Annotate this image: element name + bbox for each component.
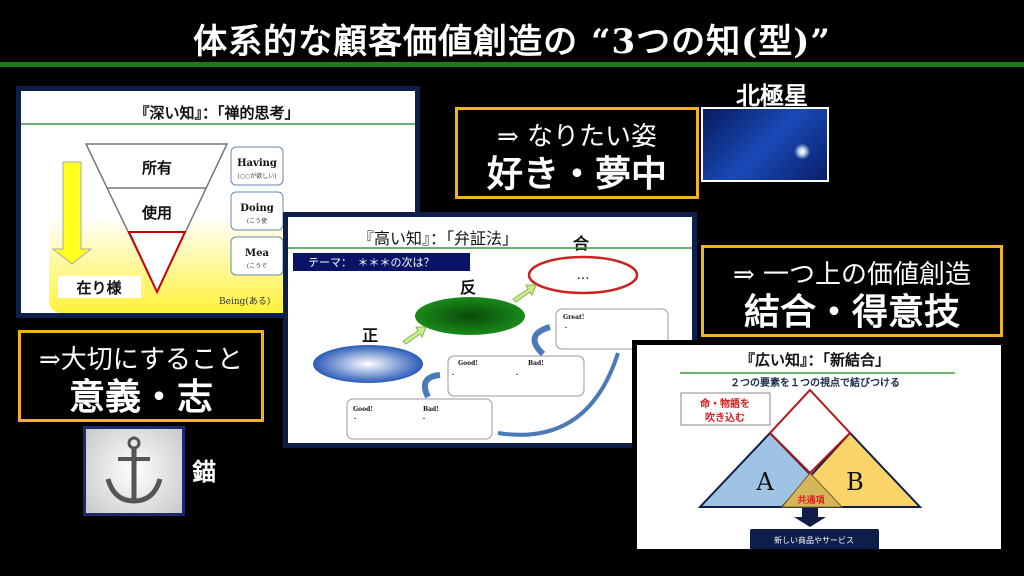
doing-box: Doing (こう使 (230, 191, 284, 231)
svg-text:Good!: Good! (458, 360, 478, 367)
north-star-image (701, 107, 829, 182)
value-line1: ⇒ 一つ上の価値創造 (732, 260, 972, 290)
svg-text:(○○が欲しい): (○○が欲しい) (237, 172, 276, 180)
callout-line2: 吹き込む (705, 411, 745, 424)
svg-text:・: ・ (352, 416, 358, 423)
level-doing: 使用 (141, 204, 172, 222)
result-label: 新しい商品やサービス (774, 535, 854, 545)
svg-text:・: ・ (450, 372, 456, 379)
down-arrow-icon (794, 508, 826, 527)
high-knowledge-slide: 『高い知』：「弁証法」 合 テーマ： ＊＊＊の次は？ … 反 正 Great! … (283, 212, 697, 448)
antithesis-box: Good! Bad! ・ ・ (447, 355, 585, 397)
synthesis-label: 合 (573, 234, 590, 253)
curved-arrow-icon (422, 372, 441, 399)
wide-subtitle: ２つの要素を１つの視点で結びつける (730, 376, 900, 389)
svg-text:Mea: Mea (245, 248, 269, 259)
svg-text:(こう使: (こう使 (247, 217, 267, 225)
svg-text:Bad!: Bad! (423, 406, 439, 413)
antithesis-ellipse (415, 297, 525, 335)
svg-text:・: ・ (563, 325, 569, 332)
thesis-label: 正 (362, 326, 378, 345)
inverted-pyramid (84, 143, 229, 294)
svg-text:Great!: Great! (563, 314, 584, 321)
svg-text:・: ・ (514, 372, 520, 379)
meaning-callout: ⇒大切にすること 意義・志 (18, 330, 264, 422)
wide-title: 『広い知』：「新結合」 (740, 351, 890, 369)
vision-line1: ⇒ なりたい姿 (496, 122, 658, 152)
thesis-box: Good! Bad! ・ ・ (346, 398, 493, 440)
svg-text:・: ・ (421, 416, 427, 423)
anchor-label: 錨 (192, 457, 216, 486)
high-title: 『高い知』：「弁証法」 (358, 229, 518, 248)
slide-title: 体系的な顧客価値創造の “3つの知(型)” (193, 22, 831, 62)
north-star-label: 北極星 (736, 81, 808, 110)
common-area (780, 472, 844, 508)
deep-title: 『深い知』：「禅的思考」 (134, 104, 299, 122)
arrow-icon (512, 284, 537, 303)
common-label: 共通項 (797, 494, 825, 506)
callout-line1: 命・物語を (699, 397, 750, 410)
antithesis-label: 反 (460, 278, 476, 297)
being-label: 在り様 (76, 279, 122, 297)
anchor-icon (105, 436, 163, 504)
wide-knowledge-slide: 『広い知』：「新結合」 ２つの要素を１つの視点で結びつける 命・物語を 吹き込む… (632, 340, 1006, 554)
vision-line2: 好き・夢中 (486, 153, 667, 195)
svg-text:Doing: Doing (240, 203, 273, 214)
synthesis-content: … (577, 268, 590, 283)
label-b: B (846, 468, 864, 496)
theme-text: テーマ： ＊＊＊の次は？ (308, 255, 435, 269)
arrow-icon (402, 326, 427, 345)
meaning-box: Mea (こうで (230, 236, 284, 276)
svg-text:Bad!: Bad! (528, 360, 544, 367)
being-label-box (58, 276, 141, 298)
meaning-line1: ⇒大切にすること (38, 345, 244, 375)
being-triangle (127, 231, 187, 295)
having-box: Having (○○が欲しい) (230, 146, 284, 186)
value-line2: 結合・得意技 (743, 291, 960, 333)
result-box (750, 529, 879, 551)
down-arrow-icon (51, 161, 93, 265)
callout-box (680, 392, 771, 426)
being-text: Being(ある) (219, 296, 270, 307)
curved-arrow-icon (497, 352, 620, 437)
synthesis-ellipse (527, 255, 639, 295)
svg-text:(こうで: (こうで (247, 263, 267, 270)
vision-callout: ⇒ なりたい姿 好き・夢中 (455, 107, 699, 199)
value-callout: ⇒ 一つ上の価値創造 結合・得意技 (701, 245, 1003, 337)
meaning-line2: 意義・志 (68, 376, 213, 418)
theme-bar (293, 253, 470, 271)
curved-arrow-icon (531, 324, 551, 357)
level-having: 所有 (142, 159, 172, 177)
diamond (768, 388, 852, 475)
title-divider (0, 62, 1024, 67)
label-a: A (755, 468, 774, 496)
svg-text:Having: Having (237, 158, 277, 169)
svg-text:Good!: Good! (353, 406, 373, 413)
anchor-image (83, 426, 185, 516)
great-box: Great! ・ (555, 308, 669, 350)
thesis-ellipse (313, 345, 423, 383)
